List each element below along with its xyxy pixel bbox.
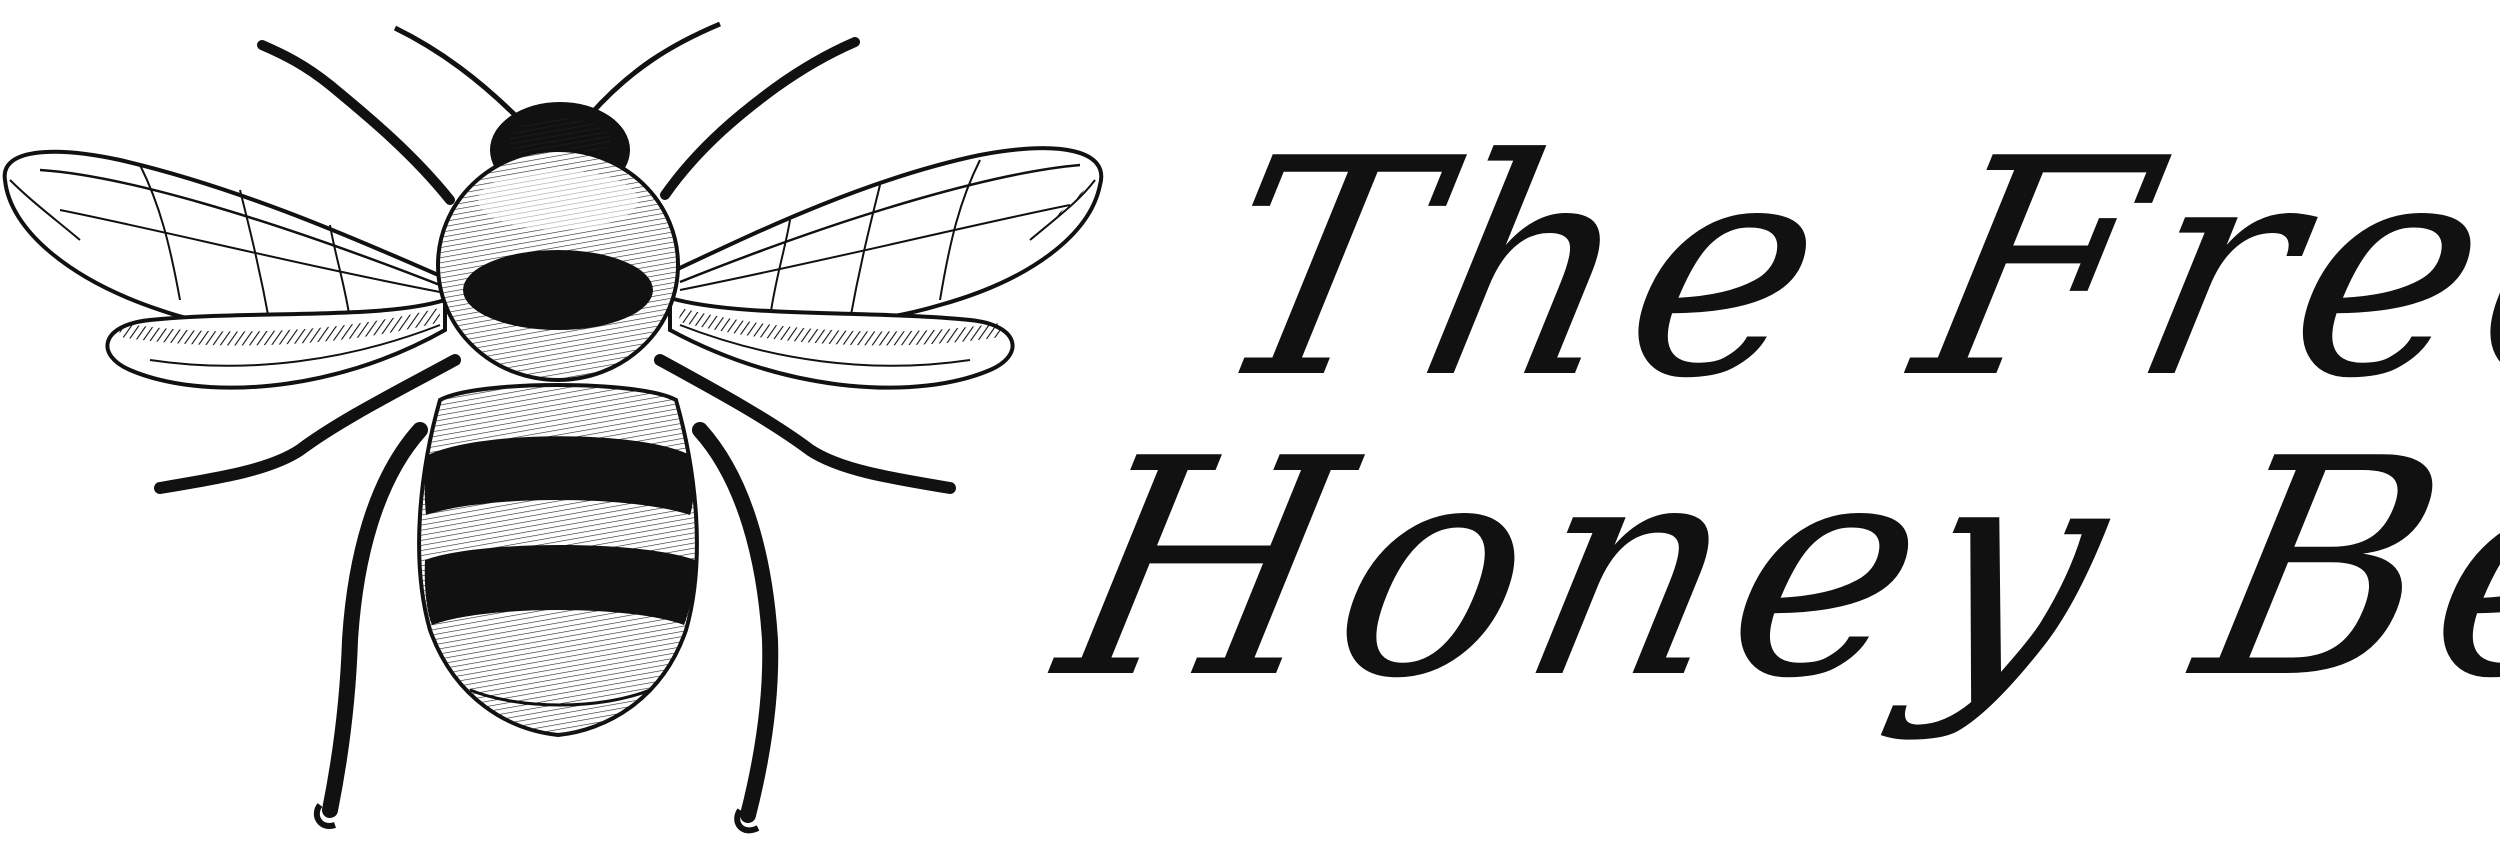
- right-front-leg: [660, 37, 860, 200]
- left-front-leg: [257, 40, 455, 205]
- bee-illustration: [0, 0, 1120, 863]
- right-middle-leg: [654, 354, 956, 494]
- wordmark-line-2: Honey Bee: [1037, 395, 2500, 744]
- wordmark: The Free Honey Bee: [1037, 95, 2500, 810]
- left-forewing: [2, 149, 452, 333]
- right-hind-leg: [692, 422, 779, 823]
- bee-icon: [2, 21, 1104, 834]
- left-antenna: [393, 25, 522, 122]
- right-antenna: [588, 21, 721, 117]
- left-middle-leg: [154, 354, 461, 494]
- wordmark-line-1: The Free: [1187, 95, 2500, 444]
- left-hind-leg: [322, 422, 428, 818]
